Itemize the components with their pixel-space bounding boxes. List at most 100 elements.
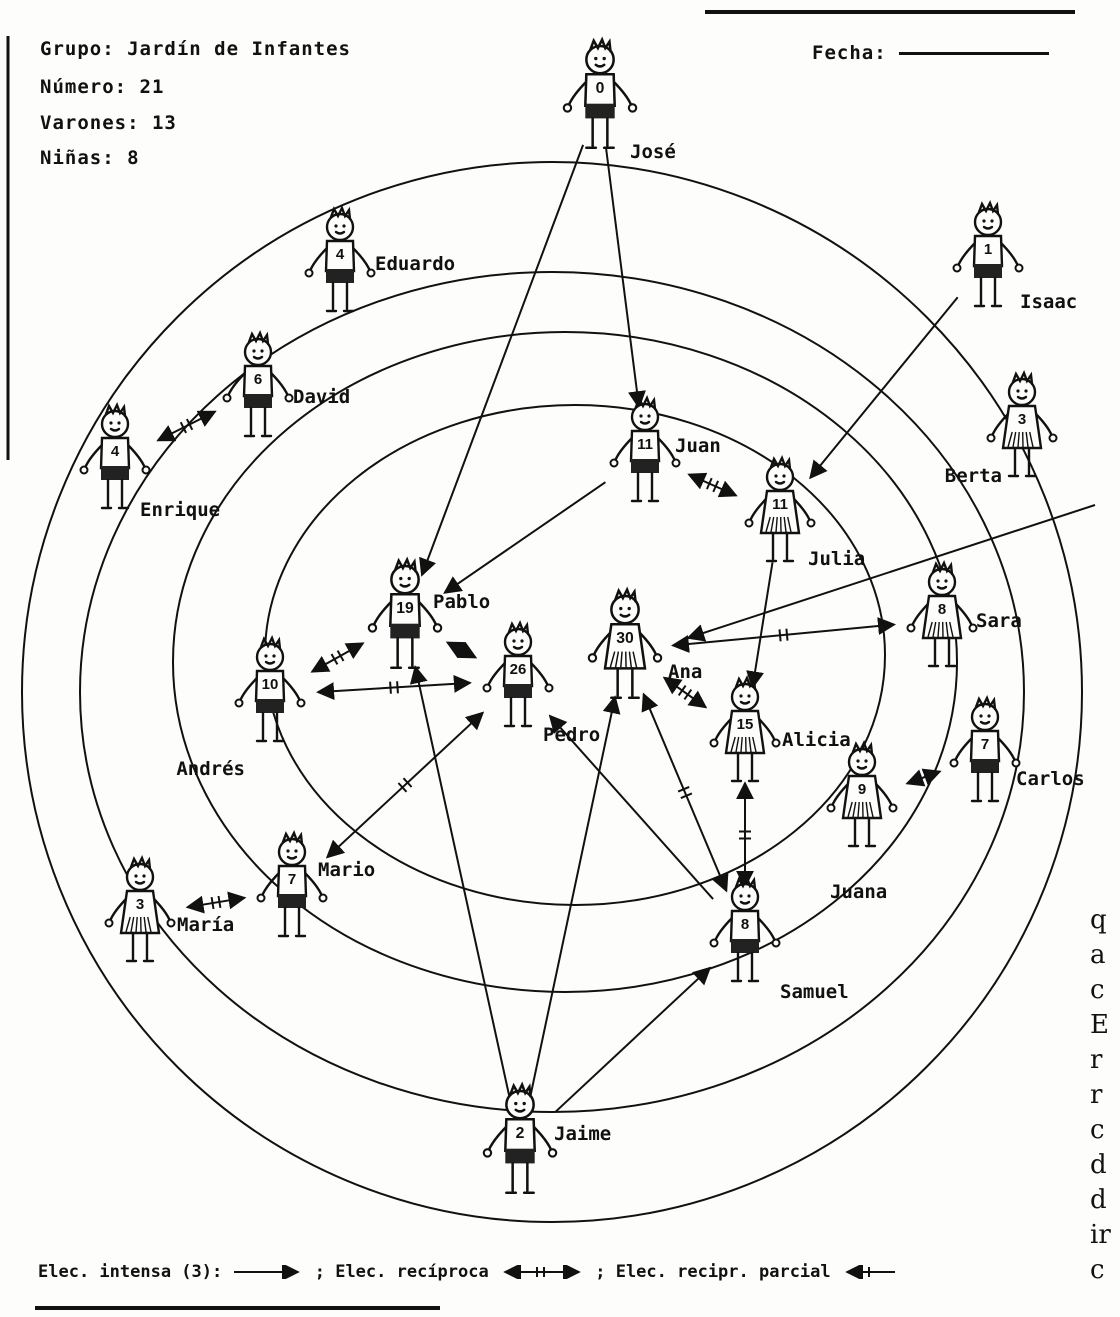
choice-arrows [158, 145, 958, 1112]
hand-shape [298, 700, 305, 707]
child-name-label: Ana [668, 661, 702, 683]
child-number: 8 [938, 601, 946, 618]
choice-arrow-juan-julia [689, 475, 736, 496]
eye-shape [1016, 389, 1019, 392]
legend: Elec. intensa (3): ; Elec. recíproca ; E… [38, 1262, 897, 1282]
choice-arrow-enrique-david [158, 412, 215, 441]
eye-shape [639, 414, 642, 417]
child-number: 8 [741, 916, 749, 933]
child-number: 2 [516, 1125, 525, 1142]
side-text-fragment: q [1090, 905, 1107, 935]
child-maria: 3 [106, 858, 175, 961]
child-name-label: Carlos [1016, 768, 1085, 790]
shorts-shape [505, 1149, 534, 1164]
child-name-label: Isaac [1020, 291, 1077, 313]
child-sara: 8 [908, 563, 977, 666]
shorts-shape [244, 394, 272, 408]
eye-shape [117, 421, 120, 424]
child-juan: 11 [611, 398, 680, 501]
eye-shape [272, 654, 275, 657]
eye-shape [109, 421, 112, 424]
hand-shape [546, 685, 553, 692]
shorts-shape [278, 894, 306, 908]
hand-shape [106, 920, 113, 927]
eye-shape [512, 639, 515, 642]
legend-partial-arrow [841, 1265, 897, 1279]
child-andres: 10 [236, 638, 305, 741]
child-name-label: Andrés [176, 758, 245, 780]
eye-shape [1024, 389, 1027, 392]
choice-arrow-andres-pedro [318, 683, 470, 692]
child-number: 1 [984, 241, 992, 258]
child-name-label: Eduardo [375, 253, 455, 275]
choice-arrow-maria-mario [187, 898, 244, 907]
hand-shape [484, 1149, 491, 1156]
eye-shape [342, 224, 345, 227]
eye-shape [987, 714, 990, 717]
child-name-label: Samuel [780, 981, 849, 1003]
child-number: 11 [772, 496, 788, 513]
eye-shape [856, 759, 859, 762]
child-number: 15 [737, 716, 754, 733]
child-name-label: Julia [808, 548, 865, 570]
child-name-label: Juana [830, 881, 887, 903]
hand-shape [286, 395, 293, 402]
child-enrique: 4 [81, 405, 150, 508]
eye-shape [514, 1102, 517, 1105]
hand-shape [773, 740, 780, 747]
child-pedro: 26 [484, 623, 553, 726]
eye-shape [774, 474, 777, 477]
eye-shape [944, 579, 947, 582]
hand-shape [1050, 435, 1057, 442]
outer-ring [22, 162, 1082, 1222]
hand-shape [306, 270, 313, 277]
hand-shape [629, 104, 636, 111]
hand-shape [236, 700, 243, 707]
side-text-fragment: d [1090, 1185, 1107, 1215]
choice-arrow-ana-sara [673, 625, 894, 646]
side-text-fragment: ir [1090, 1220, 1111, 1250]
child-number: 4 [111, 443, 120, 460]
eye-shape [747, 894, 750, 897]
child-jose: 0 [564, 40, 636, 148]
child-julia: 11 [746, 458, 815, 561]
reciprocal-tick-mark [780, 629, 781, 641]
child-alicia: 15 [711, 678, 780, 781]
choice-arrow-isaac-julia [810, 297, 957, 478]
concentric-rings [22, 162, 1082, 1222]
child-name-label: José [630, 141, 676, 163]
eye-shape [134, 874, 137, 877]
eye-shape [979, 714, 982, 717]
child-berta: 3 [988, 373, 1057, 476]
shorts-shape [326, 269, 354, 283]
hand-shape [711, 740, 718, 747]
legend-intense-arrow [232, 1265, 304, 1279]
child-number: 7 [288, 871, 296, 888]
choice-arrow-julia-alicia [753, 562, 773, 687]
eye-shape [739, 894, 742, 897]
child-number: 4 [336, 246, 345, 263]
shorts-shape [504, 684, 532, 698]
hand-shape [654, 654, 661, 661]
reciprocal-tick-mark [212, 897, 214, 909]
child-name-label: Mario [318, 859, 375, 881]
eye-shape [594, 57, 597, 60]
side-text-fragment: r [1090, 1080, 1102, 1110]
hand-shape [484, 685, 491, 692]
hand-shape [828, 805, 835, 812]
children-figures: 0José4Eduardo1Isaac6David3Berta4Enrique1… [81, 40, 1085, 1193]
child-number: 10 [262, 676, 279, 693]
choice-arrow-ana-samuel [644, 694, 727, 891]
hand-shape [549, 1149, 556, 1156]
shorts-shape [585, 104, 614, 119]
child-number: 30 [616, 630, 634, 647]
reciprocal-tick-mark [338, 651, 344, 661]
child-name-label: Pablo [433, 591, 490, 613]
child-number: 26 [510, 661, 527, 678]
child-mario: 7 [258, 833, 327, 936]
child-name-label: María [177, 914, 234, 936]
hand-shape [988, 435, 995, 442]
eye-shape [264, 654, 267, 657]
eye-shape [286, 849, 289, 852]
